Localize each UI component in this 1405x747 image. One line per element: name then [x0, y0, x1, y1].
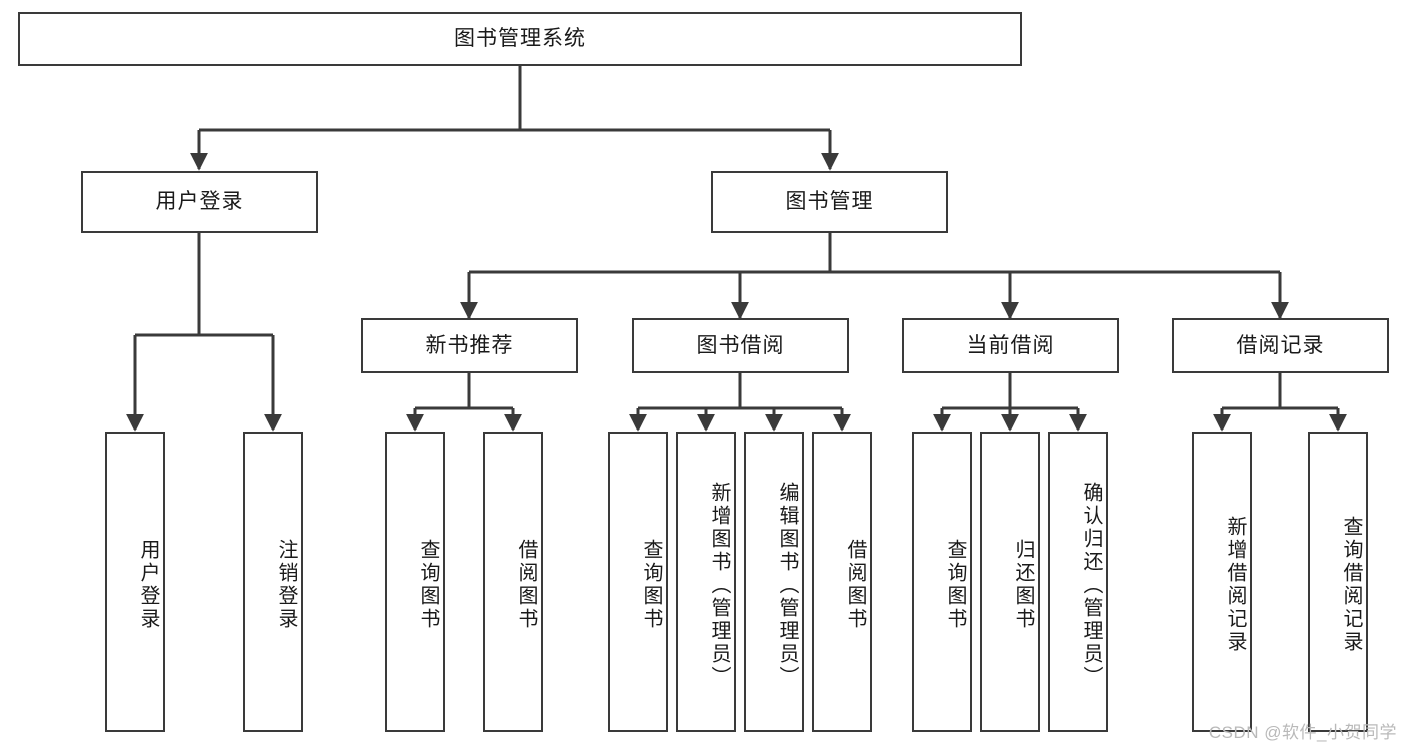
node-leaf-return-book[interactable]: 归还图书: [980, 432, 1040, 732]
node-label: 查询图书: [944, 539, 966, 631]
node-leaf-user-login[interactable]: 用户登录: [105, 432, 165, 732]
node-label: 查询图书: [417, 539, 439, 631]
node-label: 查询图书: [640, 539, 662, 631]
node-book-management[interactable]: 图书管理: [711, 171, 948, 233]
node-label: 确认归还（管理员）: [1080, 481, 1102, 689]
node-label: 新增图书（管理员）: [708, 481, 730, 689]
node-user-login[interactable]: 用户登录: [81, 171, 318, 233]
node-label: 新书推荐: [425, 333, 514, 357]
node-label: 图书管理: [785, 190, 874, 214]
node-leaf-borrow-book-recommend[interactable]: 借阅图书: [483, 432, 543, 732]
node-label: 用户登录: [155, 190, 244, 214]
node-current-borrow[interactable]: 当前借阅: [902, 318, 1119, 373]
node-leaf-query-borrow-record[interactable]: 查询借阅记录: [1308, 432, 1368, 732]
node-label: 注销登录: [275, 539, 297, 631]
node-leaf-query-book-recommend[interactable]: 查询图书: [385, 432, 445, 732]
node-label: 借阅图书: [844, 539, 866, 631]
node-new-book-recommend[interactable]: 新书推荐: [361, 318, 578, 373]
node-label: 图书借阅: [696, 333, 785, 357]
node-label: 编辑图书（管理员）: [776, 481, 798, 689]
watermark: CSDN @软件_小贺同学: [1208, 723, 1397, 742]
node-label: 新增借阅记录: [1224, 516, 1246, 654]
node-leaf-query-book-borrow[interactable]: 查询图书: [608, 432, 668, 732]
node-label: 图书管理系统: [454, 27, 586, 51]
node-leaf-logout[interactable]: 注销登录: [243, 432, 303, 732]
node-book-borrow[interactable]: 图书借阅: [632, 318, 849, 373]
node-label: 归还图书: [1012, 539, 1034, 631]
node-leaf-add-borrow-record[interactable]: 新增借阅记录: [1192, 432, 1252, 732]
node-label: 借阅记录: [1236, 333, 1325, 357]
node-label: 查询借阅记录: [1340, 516, 1362, 654]
node-leaf-confirm-return-admin[interactable]: 确认归还（管理员）: [1048, 432, 1108, 732]
node-leaf-query-book-current[interactable]: 查询图书: [912, 432, 972, 732]
node-leaf-add-book-admin[interactable]: 新增图书（管理员）: [676, 432, 736, 732]
node-label: 借阅图书: [515, 539, 537, 631]
node-label: 用户登录: [137, 539, 159, 631]
node-root-book-management-system[interactable]: 图书管理系统: [18, 12, 1022, 66]
node-leaf-edit-book-admin[interactable]: 编辑图书（管理员）: [744, 432, 804, 732]
node-leaf-borrow-book[interactable]: 借阅图书: [812, 432, 872, 732]
node-borrow-record[interactable]: 借阅记录: [1172, 318, 1389, 373]
node-label: 当前借阅: [966, 333, 1055, 357]
